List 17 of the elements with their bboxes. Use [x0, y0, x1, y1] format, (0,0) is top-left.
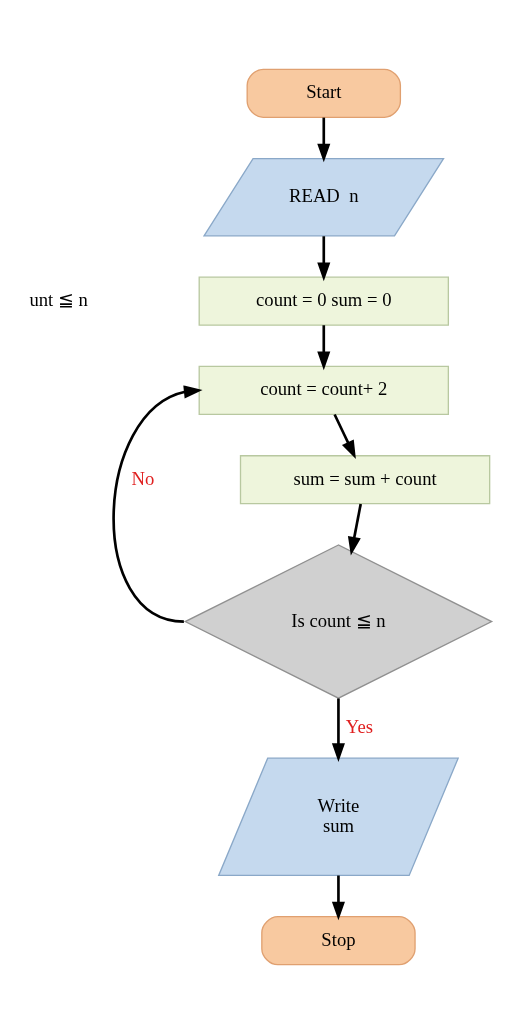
node-box: count = 0 sum = 0 — [198, 276, 450, 326]
label: unt ≦ n — [29, 288, 88, 310]
arrow — [112, 384, 203, 623]
edge-label: No — [131, 467, 155, 489]
arrow — [317, 235, 331, 281]
node-box: sum = sum + count — [239, 454, 491, 504]
node-box: Start — [246, 68, 402, 118]
arrow — [331, 875, 345, 920]
arrow — [347, 503, 362, 555]
arrow — [317, 324, 331, 370]
node-box: count = count+ 2 — [198, 365, 450, 415]
edge-label: Yes — [345, 715, 373, 737]
arrow — [333, 413, 356, 459]
node-box: Stop — [261, 915, 416, 965]
arrow — [317, 117, 331, 162]
node-diamond: Is count ≦ n — [183, 543, 494, 699]
arrow — [331, 697, 345, 762]
